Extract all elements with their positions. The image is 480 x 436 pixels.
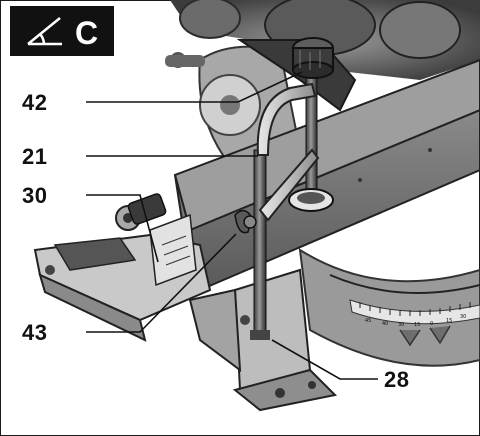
leader-30	[86, 194, 159, 263]
rod-collar	[250, 330, 270, 340]
clamp-arm	[256, 82, 317, 156]
svg-text:15: 15	[414, 322, 420, 328]
figure-letter: C	[75, 15, 98, 51]
miter-scale-labels: 45 40 30 15 0 15 30	[365, 314, 466, 328]
callout-28: 28	[384, 367, 410, 392]
svg-text:45: 45	[365, 318, 371, 324]
callout-30: 30	[22, 183, 48, 208]
wing-screw	[234, 209, 257, 234]
angle-icon	[27, 17, 62, 46]
svg-text:15: 15	[446, 318, 452, 324]
svg-text:30: 30	[460, 314, 466, 320]
leader-43	[86, 233, 237, 333]
leader-28	[271, 339, 378, 380]
callout-42: 42	[22, 90, 48, 115]
svg-text:40: 40	[382, 321, 388, 327]
blade-guard	[165, 45, 302, 167]
clamp-vertical-rod	[253, 149, 267, 336]
clamp-foot	[288, 188, 334, 212]
header-badge: C	[10, 6, 114, 56]
leader-42	[86, 71, 303, 103]
clamp-knob	[292, 37, 334, 79]
leader-lines	[86, 71, 378, 380]
miter-scale-ticks	[359, 302, 471, 316]
callout-21: 21	[22, 144, 48, 169]
clamp-brace	[258, 148, 320, 222]
turntable: 45 40 30 15 0 15 30	[298, 248, 480, 367]
callout-43: 43	[22, 320, 48, 345]
svg-text:30: 30	[398, 322, 404, 328]
svg-text:0: 0	[430, 321, 433, 327]
fence-scale	[149, 213, 197, 287]
